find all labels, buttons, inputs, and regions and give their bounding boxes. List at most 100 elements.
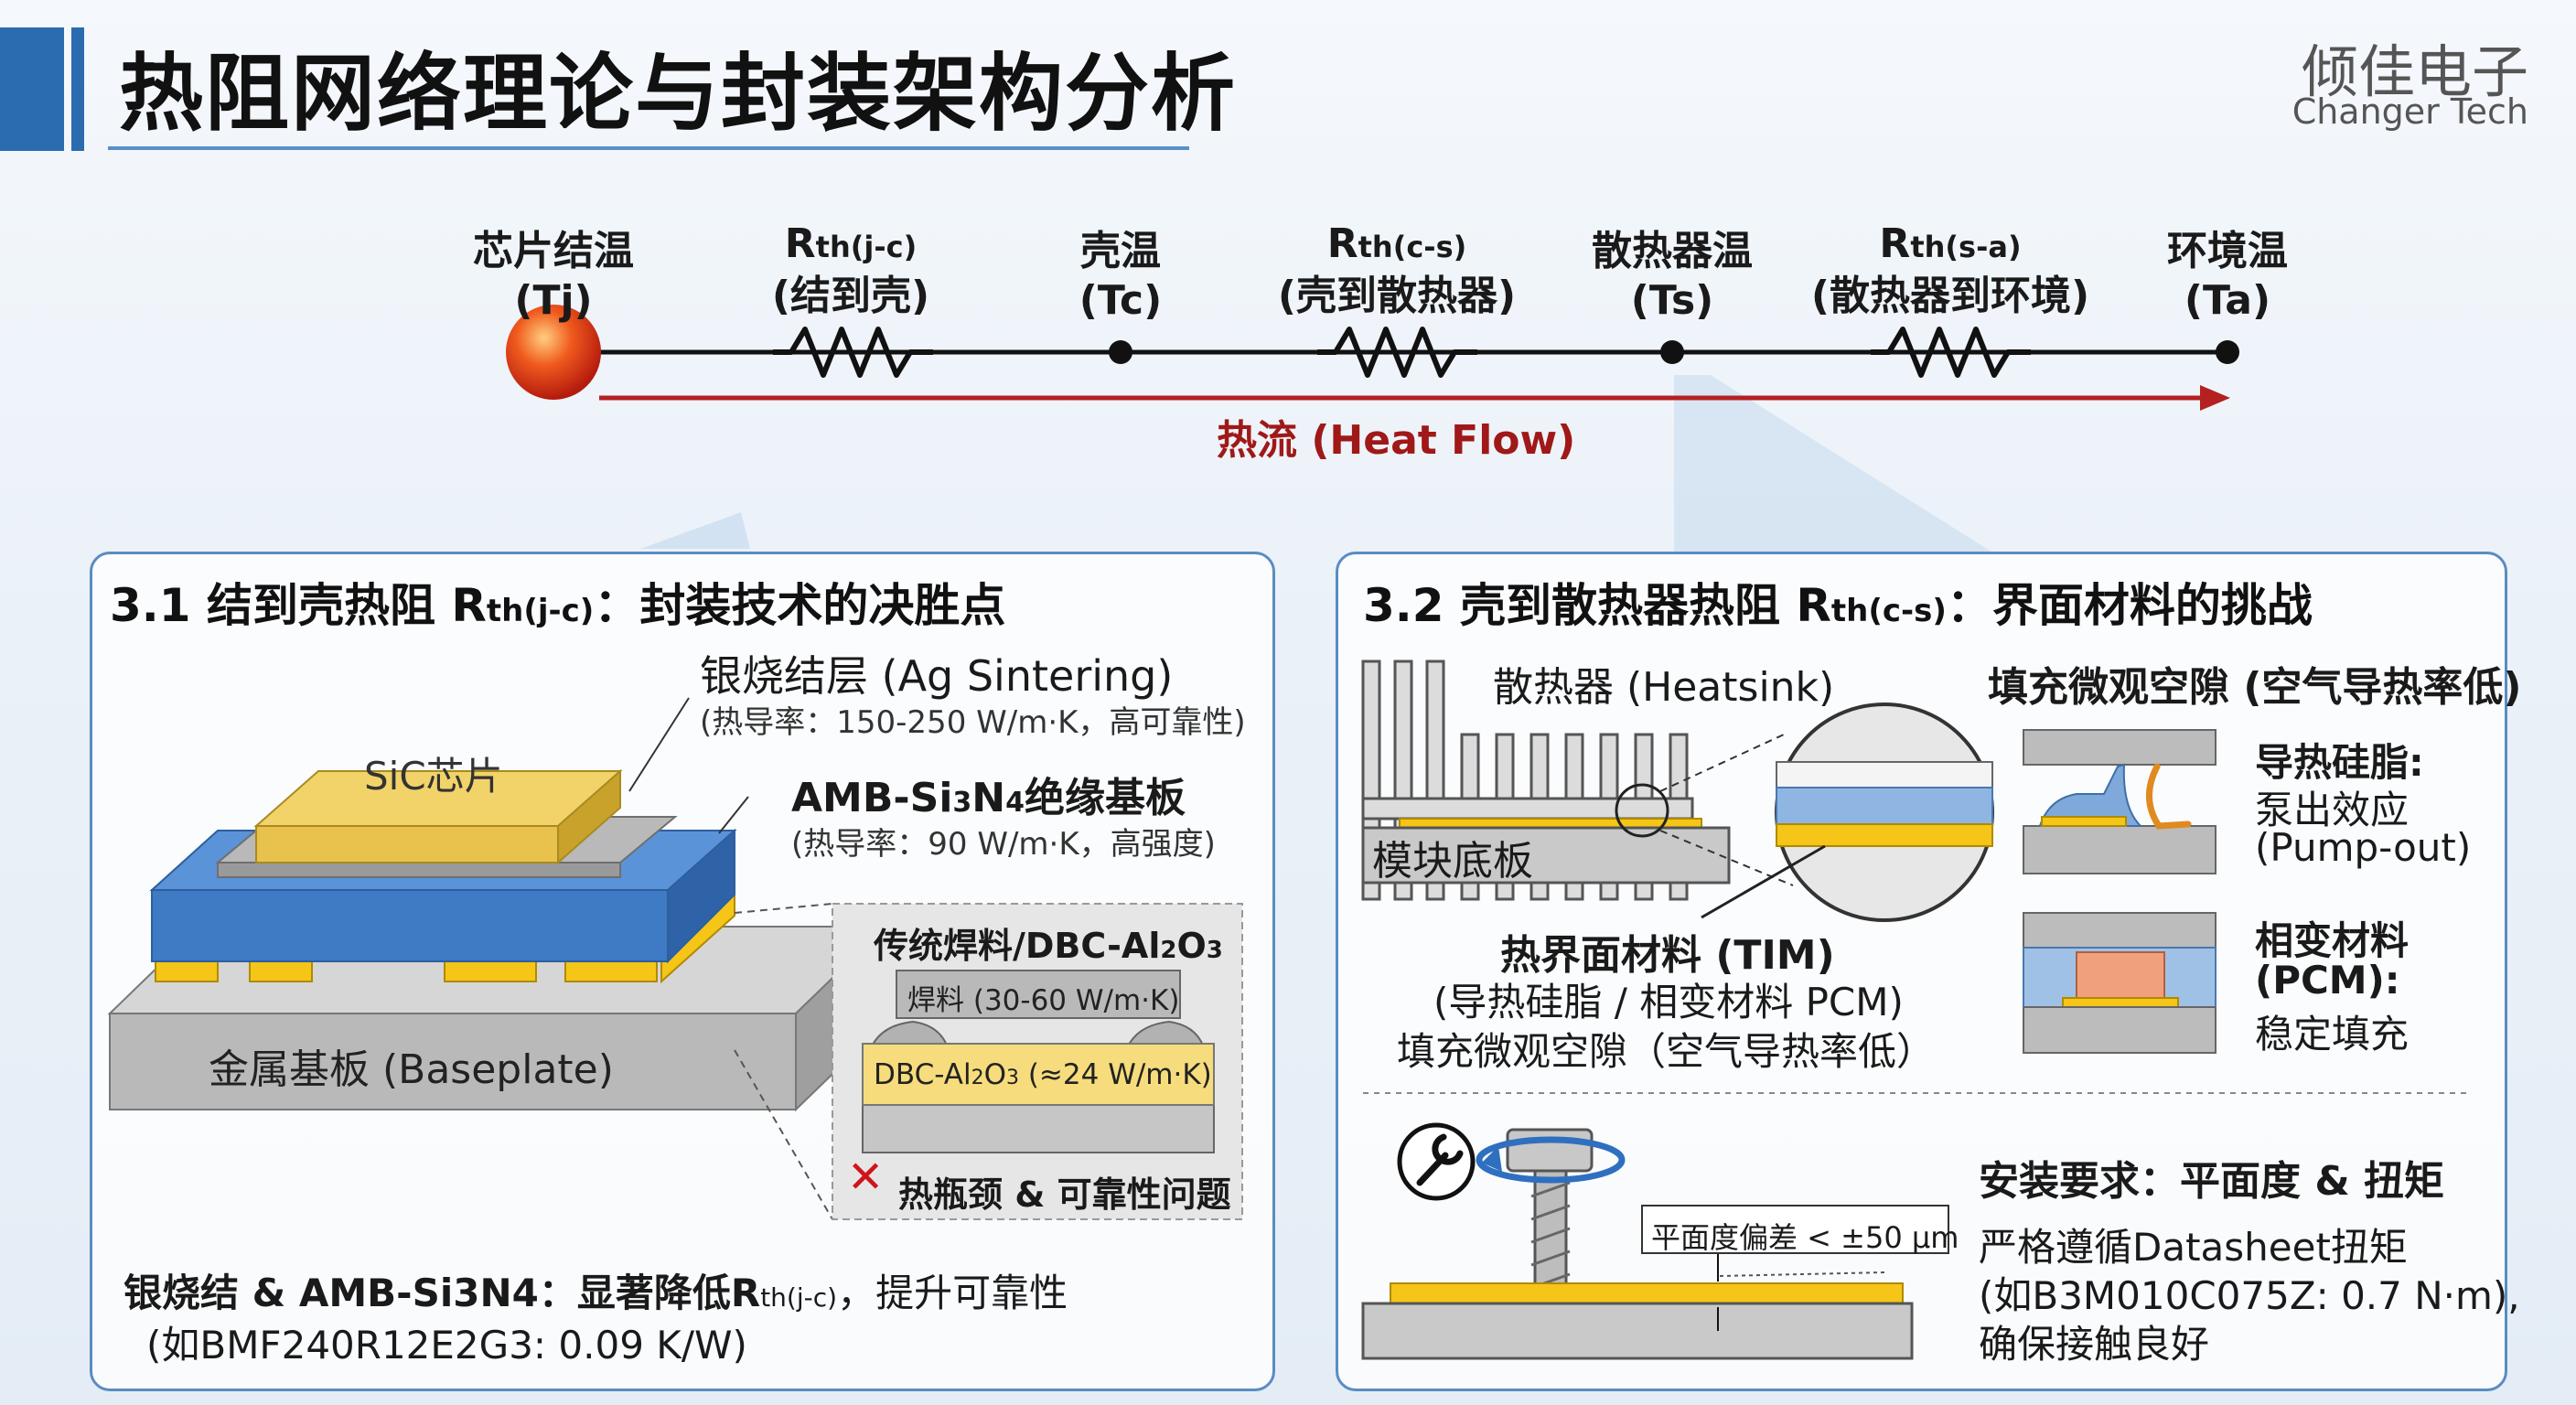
thermal-resistance-chain xyxy=(506,305,2239,411)
pad-4 xyxy=(564,960,658,982)
tim-title: 热界面材料 (TIM) xyxy=(1500,932,1835,979)
module-baseplate-label: 模块底板 xyxy=(1372,838,1533,885)
inset-dbc-layer xyxy=(862,1043,1215,1106)
pcm-line3: 稳定填充 xyxy=(2255,1012,2410,1056)
resistor-cs-icon xyxy=(1317,327,1477,378)
heatsink-label: 散热器 (Heatsink) xyxy=(1493,664,1835,711)
junction-heat-icon xyxy=(506,305,601,400)
label-rth-sa: Rth(s-a) (散热器到环境) xyxy=(1810,220,2090,319)
pcm-top-plate xyxy=(2023,912,2216,949)
install-line3: (如B3M010C075Z: 0.7 N·m), xyxy=(1979,1273,2520,1318)
resistor-jc-icon xyxy=(773,327,933,378)
node-ambient-icon xyxy=(2216,340,2239,364)
ag-leader-line xyxy=(628,697,690,792)
pcm-title: 相变材料 xyxy=(2255,918,2410,963)
pcm-fill xyxy=(2076,951,2165,999)
grease-line3: (Pump-out) xyxy=(2255,825,2472,870)
tim-pointer xyxy=(1701,844,1826,919)
amb-substrate-front xyxy=(151,889,669,962)
brand-name-en: Changer Tech xyxy=(2292,91,2528,132)
label-case-temp: 壳温(Tc) xyxy=(1079,228,1163,324)
grease-top-plate xyxy=(2023,729,2216,766)
flatness-box xyxy=(1641,1205,1949,1254)
title-accent-bar-thin xyxy=(71,27,84,151)
install-title: 安装要求：平面度 & 扭矩 xyxy=(1979,1158,2445,1205)
inset-base-layer xyxy=(862,1104,1215,1153)
title-accent-bar xyxy=(0,27,64,151)
mount-tim-layer xyxy=(1390,1282,1904,1304)
wrench-glyph-icon xyxy=(1416,1133,1464,1186)
magnified-tim-fill xyxy=(1776,787,1993,825)
tim-line2: (导热硅脂 / 相变材料 PCM) xyxy=(1433,980,1904,1024)
magnified-upper xyxy=(1776,761,1993,788)
dbc-label: DBC-Al2O3 (≈24 W/m·K) xyxy=(874,1058,1212,1091)
amb-substrate-side xyxy=(667,828,735,964)
pad-1 xyxy=(155,960,219,982)
sic-chip-side xyxy=(557,768,621,865)
baseplate-label: 金属基板 (Baseplate) xyxy=(209,1046,614,1093)
sic-chip-front xyxy=(255,825,559,863)
pcm-bottom-plate xyxy=(2023,1006,2216,1054)
amb-desc: (热导率：90 W/m·K，高强度) xyxy=(791,826,1216,863)
right-tim-diagram xyxy=(1361,660,2470,1360)
flatness-dim-line xyxy=(1719,1271,1885,1277)
tim-line3: 填充微观空隙（空气导热率低） xyxy=(1397,1029,1936,1074)
zoom-source-circle xyxy=(1615,783,1669,838)
heatsink-base xyxy=(1361,797,1694,820)
brand-name-cn: 倾佳电子 xyxy=(2301,38,2528,105)
ag-sinter-title: 银烧结层 (Ag Sintering) xyxy=(700,651,1174,701)
mount-baseplate xyxy=(1361,1302,1914,1360)
right-panel-title: 3.2 壳到散热器热阻 Rth(c-s)：界面材料的挑战 xyxy=(1363,579,2313,632)
heat-flow-arrowhead-icon xyxy=(2200,385,2230,411)
grease-line2: 泵出效应 xyxy=(2255,788,2410,832)
magnified-lower xyxy=(1776,823,1993,847)
ag-sinter-desc: (热导率：150-250 W/m·K，高可靠性) xyxy=(700,704,1246,741)
pcm-pad xyxy=(2062,997,2179,1008)
screw-head xyxy=(1506,1128,1594,1173)
amb-title: AMB-Si3N4绝缘基板 xyxy=(791,775,1186,821)
module-baseplate xyxy=(1361,826,1731,885)
inset-callout-top xyxy=(734,903,833,914)
left-panel-title: 3.1 结到壳热阻 Rth(j-c)：封装技术的决胜点 xyxy=(110,579,1006,632)
grease-title: 导热硅脂: xyxy=(2255,740,2424,785)
resistor-sa-icon xyxy=(1871,327,2031,378)
solder-label: 焊料 (30-60 W/m·K) xyxy=(907,984,1180,1017)
label-sink-temp: 散热器温(Ts) xyxy=(1592,228,1753,324)
node-sink-icon xyxy=(1660,340,1684,364)
grease-pad xyxy=(2041,816,2127,827)
grease-blob xyxy=(2038,763,2143,827)
install-line4: 确保接触良好 xyxy=(1979,1322,2210,1367)
label-rth-jc: Rth(j-c) (结到壳) xyxy=(771,220,930,319)
label-junction-temp: 芯片结温(Tj) xyxy=(473,228,634,324)
ag-sinter-front xyxy=(217,862,621,878)
zoom-line-top xyxy=(1659,734,1785,792)
amb-leader-line xyxy=(718,796,749,834)
pcm-line2: (PCM): xyxy=(2255,958,2400,1003)
bottleneck-label: 热瓶颈 & 可靠性问题 xyxy=(898,1174,1231,1215)
install-line2: 严格遵循Datasheet扭矩 xyxy=(1979,1225,2408,1270)
pad-2 xyxy=(249,960,313,982)
torque-arrowhead-icon xyxy=(1482,1146,1502,1172)
inset-solder-layer xyxy=(896,970,1181,1019)
label-rth-cs: Rth(c-s) (壳到散热器) xyxy=(1277,220,1517,319)
torque-rotation-icon xyxy=(1476,1136,1626,1184)
title-underline xyxy=(108,146,1189,150)
label-ambient-temp: 环境温(Ta) xyxy=(2167,228,2288,324)
heat-flow-label: 热流 (Heat Flow) xyxy=(1217,417,1576,464)
sic-chip-label: SiC芯片 xyxy=(364,754,503,799)
pump-out-arrow-icon xyxy=(2146,763,2192,830)
beam-right xyxy=(1674,375,1994,553)
grease-bottom-plate xyxy=(2023,825,2216,874)
page-title: 热阻网络理论与封装架构分析 xyxy=(119,45,1238,143)
inset-callout-bottom xyxy=(734,1049,833,1220)
void-fill-heading: 填充微观空隙 (空气导热率低) xyxy=(1988,664,2522,711)
left-package-diagram: ✕ xyxy=(107,697,1243,1220)
cross-icon: ✕ xyxy=(847,1152,884,1203)
left-summary-line2: (如BMF240R12E2G3: 0.09 K/W) xyxy=(146,1323,747,1367)
left-summary-line1: 银烧结 & AMB-Si3N4：显著降低Rth(j-c)，提升可靠性 xyxy=(123,1271,1068,1315)
node-case-icon xyxy=(1109,340,1132,364)
flatness-label: 平面度偏差 < ±50 µm xyxy=(1651,1220,1959,1255)
beam-left xyxy=(640,512,750,549)
pad-3 xyxy=(444,960,537,982)
